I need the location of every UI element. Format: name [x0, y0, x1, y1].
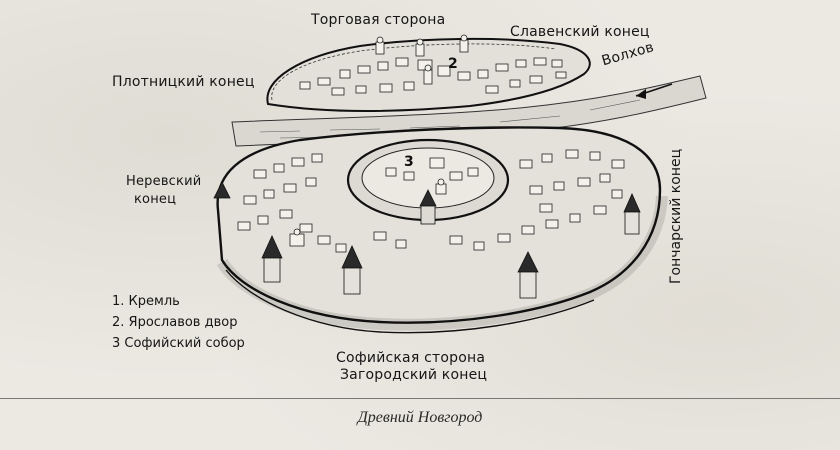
marker-2: 2 [448, 56, 458, 72]
torgovaya-churches [375, 34, 469, 85]
label-torgovaya-storona: Торговая сторона [311, 12, 446, 28]
label-nerevsky-line1: Неревский [126, 174, 202, 189]
legend-item-sofiysky-sobor: 3 Софийский собор [112, 336, 245, 351]
map-legend: 1. Кремль 2. Ярославов двор 3 Софийский … [112, 291, 245, 354]
flow-arrow-icon [635, 83, 673, 99]
novgorod-map-illustration [213, 34, 707, 334]
marker-3: 3 [404, 154, 414, 170]
kremlin-buildings [385, 157, 479, 195]
page-divider [0, 398, 840, 399]
legend-item-kremlin: 1. Кремль [112, 294, 180, 309]
label-goncharsky-konets: Гончарский конец [668, 148, 684, 284]
wall-towers [213, 181, 641, 299]
sofiyskaya-buildings [237, 149, 625, 253]
label-plotnitsky-konets: Плотницкий конец [112, 74, 255, 90]
label-sofiyskaya-storona: Софийская сторона [336, 350, 486, 366]
label-nerevsky-line2: конец [134, 192, 177, 207]
legend-item-yaroslavov-dvor: 2. Ярославов двор [112, 315, 238, 330]
sofiyskaya-outer-wall [216, 126, 668, 334]
torgovaya-buildings [299, 57, 567, 96]
label-zagorodsky-konets: Загородский конец [340, 367, 488, 383]
label-slavensky-konets: Славенский конец [510, 24, 650, 40]
figure-caption: Древний Новгород [357, 409, 483, 426]
